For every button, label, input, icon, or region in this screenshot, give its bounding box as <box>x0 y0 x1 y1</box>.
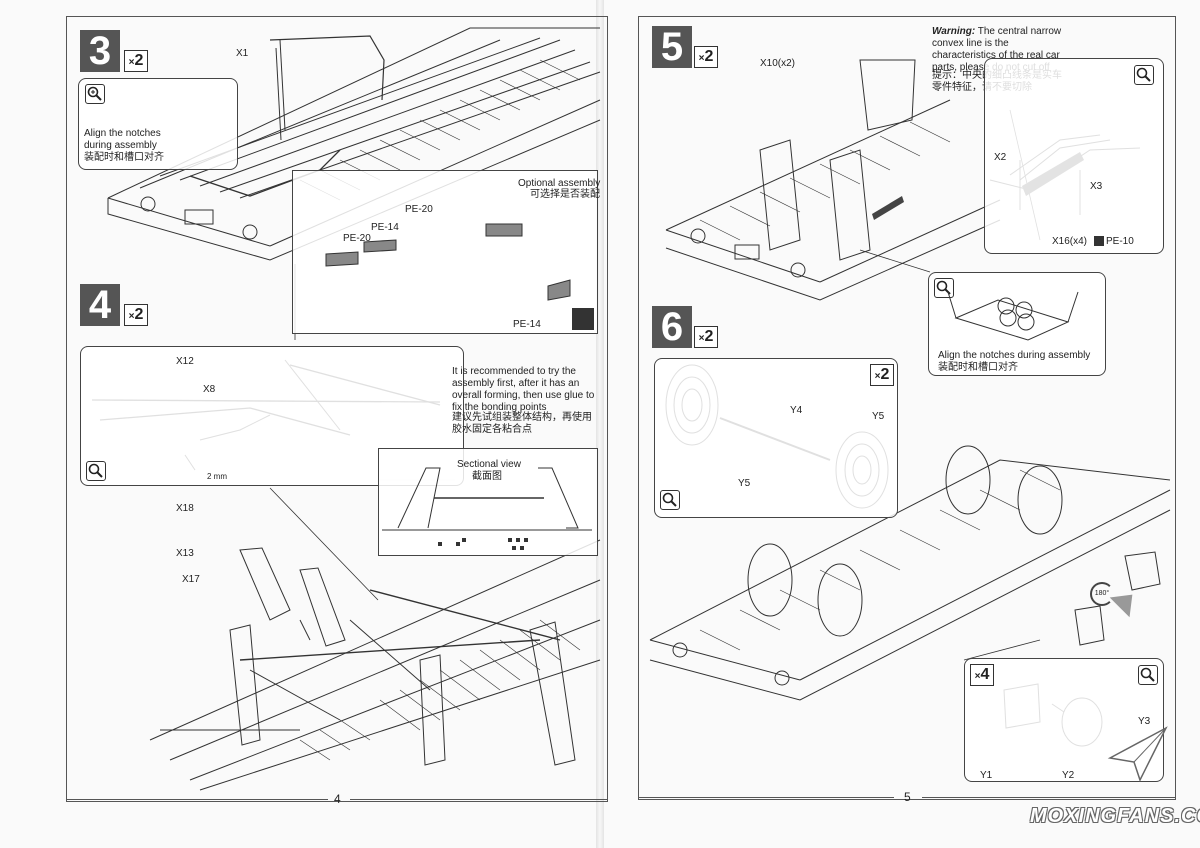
part-x17-label: X17 <box>182 574 200 585</box>
pe-14-label-b: PE-14 <box>513 319 541 330</box>
step-4-number: 4 <box>80 284 120 326</box>
leaf-spring-detail-box <box>984 58 1164 254</box>
paper-plane-logo-icon <box>1107 726 1168 782</box>
pe-14-label-a: PE-14 <box>371 222 399 233</box>
part-x13-label: X13 <box>176 548 194 559</box>
step-3-number: 3 <box>80 30 120 72</box>
step-4-tip-en: It is recommended to try the assembly fi… <box>452 366 595 413</box>
page-4-number: 4 <box>334 792 341 806</box>
rotate-arrow-icon: 180° <box>1090 582 1114 606</box>
magnifier-icon <box>934 278 954 298</box>
part-x2-label: X2 <box>994 152 1007 163</box>
part-y4-label: Y4 <box>790 405 803 416</box>
sectional-view-drawing <box>382 467 592 550</box>
part-y2-label: Y2 <box>1062 770 1075 781</box>
page-5-footer-line-right <box>922 797 1176 798</box>
magnifier-icon <box>86 461 106 481</box>
page-4-frame <box>66 16 608 802</box>
axle-box-multiplier-value: 4 <box>980 666 990 683</box>
warning-title: Warning: <box>932 26 976 37</box>
page-5-number: 5 <box>904 790 911 804</box>
part-x1-label: X1 <box>236 48 249 59</box>
step-5-multiplier: ×2 <box>694 46 718 68</box>
step-4-multiplier: ×2 <box>124 304 148 326</box>
pe-20-label-b: PE-20 <box>343 233 371 244</box>
step-3-multiplier-value: 2 <box>134 52 144 69</box>
part-y5-label-a: Y5 <box>872 411 885 422</box>
step-6-number: 6 <box>652 306 692 348</box>
step-4-tip-zh: 建议先试组装整体结构，再使用胶水固定各粘合点 <box>452 412 592 435</box>
step-5-number: 5 <box>652 26 692 68</box>
magnifier-icon <box>660 490 680 510</box>
step-5-notice-en: Align the notches during assembly <box>938 350 1091 361</box>
optional-assembly-box <box>292 170 598 334</box>
optional-assembly-zh: 可选择是否装配 <box>530 189 600 200</box>
sectional-view-en: Sectional view <box>457 459 521 470</box>
part-x8-label: X8 <box>203 384 216 395</box>
part-y3-label: Y3 <box>1138 716 1151 727</box>
dimension-label: 2 mm <box>207 472 227 481</box>
step-6-multiplier-value: 2 <box>704 328 714 345</box>
wheelset-multiplier-value: 2 <box>880 366 890 383</box>
notch-detail-drawing <box>947 291 1079 341</box>
page-5-frame <box>638 16 1176 800</box>
part-x10-label: X10(x2) <box>760 58 796 69</box>
watermark: MOXINGFANS.COM <box>1030 805 1200 827</box>
part-x12-label: X12 <box>176 356 194 367</box>
step-5-multiplier-value: 2 <box>704 48 714 65</box>
magnifier-icon <box>85 84 105 104</box>
sectional-view-box <box>378 448 598 556</box>
optional-assembly-en: Optional assembly <box>518 178 601 189</box>
step-6-multiplier: ×2 <box>694 326 718 348</box>
page-5-footer-line-left <box>638 797 894 798</box>
page-4-footer-line-left <box>66 799 328 800</box>
magnifier-icon <box>1138 665 1158 685</box>
notch-detail-box <box>928 272 1106 376</box>
part-x16-label: X16(x4) <box>1052 236 1088 247</box>
rotate-label: 180° <box>1094 590 1110 597</box>
step-3-multiplier: ×2 <box>124 50 148 72</box>
pe-20-label-a: PE-20 <box>405 204 433 215</box>
part-y5-label-b: Y5 <box>738 478 751 489</box>
page-gutter <box>596 0 604 848</box>
axle-box-multiplier: ×4 <box>970 664 994 686</box>
part-y1-label: Y1 <box>980 770 993 781</box>
step-3-notice-en: Align the notches during assembly <box>84 128 161 151</box>
photo-etch-icon <box>572 308 594 330</box>
step-5-notice-zh: 装配时和槽口对齐 <box>938 362 1018 373</box>
part-x18-label: X18 <box>176 503 194 514</box>
step-3-notice-zh: 装配时和槽口对齐 <box>84 152 164 163</box>
magnifier-icon <box>1134 65 1154 85</box>
part-x3-label: X3 <box>1090 181 1103 192</box>
sectional-view-zh: 截面图 <box>472 471 502 482</box>
step-4-multiplier-value: 2 <box>134 306 144 323</box>
pe-10-label: PE-10 <box>1106 236 1134 247</box>
wheelset-detail-box <box>654 358 898 518</box>
page-4-footer-line-right <box>350 799 608 800</box>
photo-etch-icon <box>1094 236 1104 246</box>
wheelset-multiplier: ×2 <box>870 364 894 386</box>
